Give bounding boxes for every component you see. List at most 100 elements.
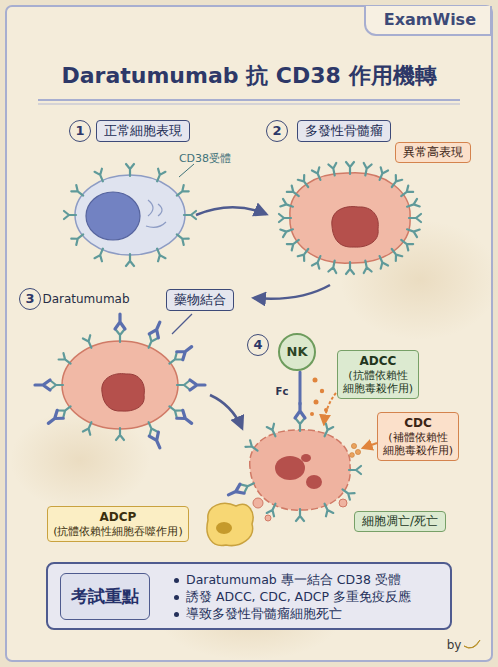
node-text: (補體依賴性 細胞毒殺作用): [383, 431, 453, 457]
dying-cell: [250, 430, 351, 510]
cd38-receptor: [174, 185, 188, 199]
title-rule: [38, 100, 460, 104]
cd38-receptor: [153, 247, 165, 261]
leader-line: [172, 314, 192, 334]
diagram-title: Daratumumab 抗 CD38 作用機轉: [0, 61, 498, 91]
antibody: [149, 320, 164, 338]
cd38-receptor: [376, 167, 388, 181]
macrophage: [207, 504, 253, 546]
step-arrows: [210, 395, 242, 428]
cd38-receptor: [287, 237, 301, 251]
cd38-receptor: [267, 502, 279, 516]
cd38-receptor: [361, 260, 371, 273]
cd38-receptor: [71, 231, 85, 245]
dying-cell: [250, 430, 351, 521]
bound-cell: [62, 341, 178, 429]
node-text: 異常高表現: [403, 145, 463, 160]
cd38-receptor: [328, 260, 338, 273]
node-text: 2: [267, 121, 287, 140]
antibody: [177, 343, 195, 360]
dying-cell: [301, 454, 311, 462]
key-points-heading: 考試重點: [60, 573, 150, 620]
antibody: [35, 380, 50, 390]
adcc-arrow: [324, 393, 336, 424]
receptors: [35, 162, 421, 521]
cd38-receptor: [145, 335, 157, 349]
cd38-receptor: [340, 486, 354, 500]
cd38-receptor: [409, 214, 421, 222]
cd38-receptor: [296, 509, 304, 521]
macrophage: [216, 522, 232, 534]
node-text: 正常細胞表現: [104, 123, 182, 139]
cd38-receptor: [406, 225, 420, 237]
step-number: 1: [69, 120, 91, 142]
cd38-receptor: [406, 199, 420, 211]
key-points-panel: Daratumumab 專一結合 CD38 受體誘發 ADCC, CDC, AD…: [46, 562, 452, 630]
cd38-receptor: [51, 381, 63, 389]
cd38-receptor: [116, 330, 124, 342]
cd38-receptor: [174, 231, 188, 245]
dying-cell: [253, 498, 263, 508]
cdc-arrow: [363, 443, 377, 448]
cd38-receptor: [145, 421, 157, 435]
cd38-receptor: [280, 225, 294, 237]
normal-cell: [146, 200, 166, 227]
step-number: 3: [19, 288, 41, 310]
normal-cell: [75, 175, 185, 255]
step-label: 多發性骨髓瘤: [297, 120, 391, 142]
cd38-receptor: [59, 403, 73, 417]
node-text: (抗體依賴性 細胞毒殺作用): [343, 369, 413, 395]
macrophage: [207, 504, 253, 546]
leader-line: [179, 164, 194, 177]
node-text: 考試重點: [71, 586, 139, 607]
fc-link: [299, 372, 302, 404]
cd38-receptor: [312, 254, 324, 268]
granules: [313, 378, 318, 383]
cd38-receptor: [83, 335, 95, 349]
step-label: 正常細胞表現: [96, 120, 190, 142]
cd38-receptor: [83, 421, 95, 435]
myeloma-cell: [332, 207, 378, 248]
cd38-receptor: [298, 247, 312, 261]
drug-label: Daratumumab: [42, 292, 129, 306]
dying-cell: [306, 475, 322, 489]
cd38-receptor: [126, 254, 134, 266]
node-text: CDC: [383, 416, 453, 431]
step-arrows: [254, 285, 330, 299]
bound-cell: [62, 341, 178, 429]
node-text: ExamWise: [384, 10, 476, 29]
myeloma-cell: [290, 173, 410, 263]
dying-cell: [275, 456, 305, 480]
cd38-receptor: [287, 186, 301, 200]
nk-cell: NK: [278, 333, 316, 371]
credit-label: by: [447, 638, 462, 652]
cd38-receptor: [298, 175, 312, 189]
complement: [350, 443, 361, 457]
antibody: [190, 380, 205, 390]
cd38-receptor: [116, 428, 124, 440]
dying-cell: [265, 515, 271, 521]
node-text: ADCP: [53, 510, 183, 525]
antibody: [115, 314, 125, 329]
step-arrows: [196, 207, 330, 428]
cd38-receptor: [346, 262, 354, 274]
node-text: 3: [20, 289, 40, 308]
cd38-receptor: [126, 164, 134, 176]
step-arrows: [196, 207, 266, 215]
dying-cell: [339, 499, 347, 507]
cd38-receptor: [346, 162, 354, 174]
granules: [314, 400, 319, 405]
cd38-receptor: [399, 186, 413, 200]
cd38-receptor: [328, 163, 338, 176]
cd38-receptor: [296, 419, 304, 431]
mechanism-box: ADCP(抗體依賴性細胞吞噬作用): [47, 506, 189, 542]
cd38-receptor: [280, 199, 294, 211]
callout-label: CD38受體: [179, 151, 231, 166]
complement: [350, 453, 355, 458]
paper-stains: [10, 220, 498, 660]
antibody: [226, 484, 244, 499]
normal-cell: [86, 192, 140, 240]
cd38-receptor: [59, 353, 73, 367]
cd38-receptor: [241, 480, 255, 492]
